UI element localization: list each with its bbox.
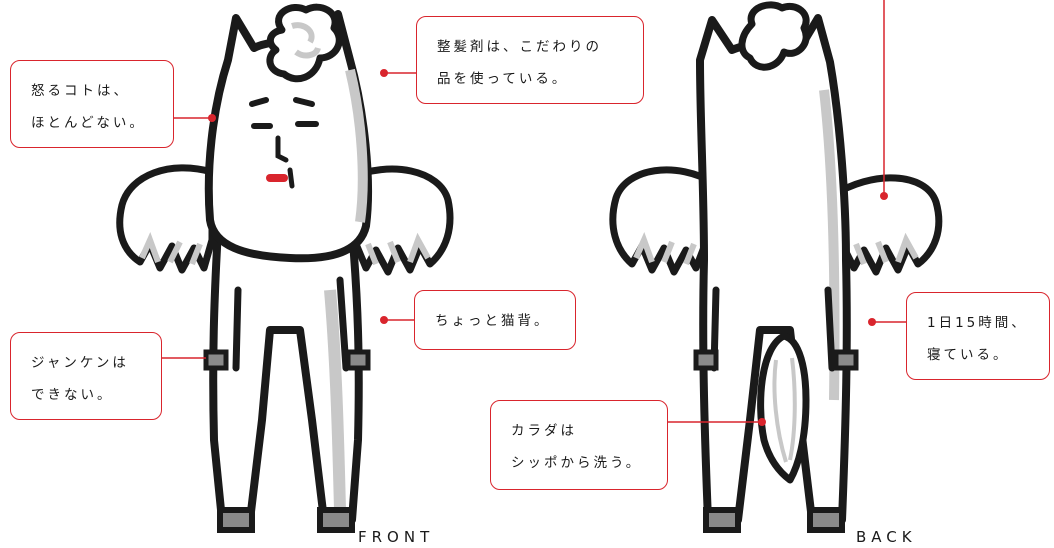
callout-wash-line-2: シッポから洗う。	[511, 455, 643, 471]
callout-hair-line-1: 整髪剤は、こだわりの	[437, 39, 602, 55]
callout-connectors	[162, 0, 906, 426]
front-body	[209, 226, 363, 524]
back-view-label: BACK	[856, 528, 917, 546]
callout-janken-line-1: ジャンケンは	[31, 355, 129, 371]
callout-sleep-line-2: 寝ている。	[927, 347, 1010, 363]
back-body	[696, 14, 851, 524]
front-right-wing	[346, 165, 454, 276]
front-figure	[116, 3, 454, 533]
callout-wash: カラダは シッポから洗う。	[490, 400, 668, 490]
callout-anger-line-1: 怒るコトは、	[31, 83, 130, 99]
callout-wash-line-1: カラダは	[511, 423, 577, 439]
callout-posture: ちょっと猫背。	[414, 290, 576, 350]
callout-hair: 整髪剤は、こだわりの 品を使っている。	[416, 16, 644, 104]
front-view-label: FRONT	[358, 528, 435, 546]
callout-anger: 怒るコトは、 ほとんどない。	[10, 60, 174, 148]
front-left-wing	[116, 164, 216, 274]
callout-janken: ジャンケンは できない。	[10, 332, 162, 420]
back-mane	[738, 1, 810, 71]
front-right-arm	[336, 276, 350, 372]
back-right-wing	[828, 174, 943, 276]
callout-hair-line-2: 品を使っている。	[437, 71, 569, 87]
callout-posture-line-1: ちょっと猫背。	[435, 313, 551, 329]
callout-sleep: 1日15時間、 寝ている。	[906, 292, 1050, 380]
back-figure	[609, 1, 943, 533]
back-left-wing	[609, 166, 720, 276]
callout-anger-line-2: ほとんどない。	[31, 115, 146, 131]
callout-janken-line-2: できない。	[31, 387, 114, 403]
front-left-arm	[232, 286, 242, 372]
front-mane	[266, 3, 343, 83]
callout-sleep-line-1: 1日15時間、	[927, 315, 1028, 331]
